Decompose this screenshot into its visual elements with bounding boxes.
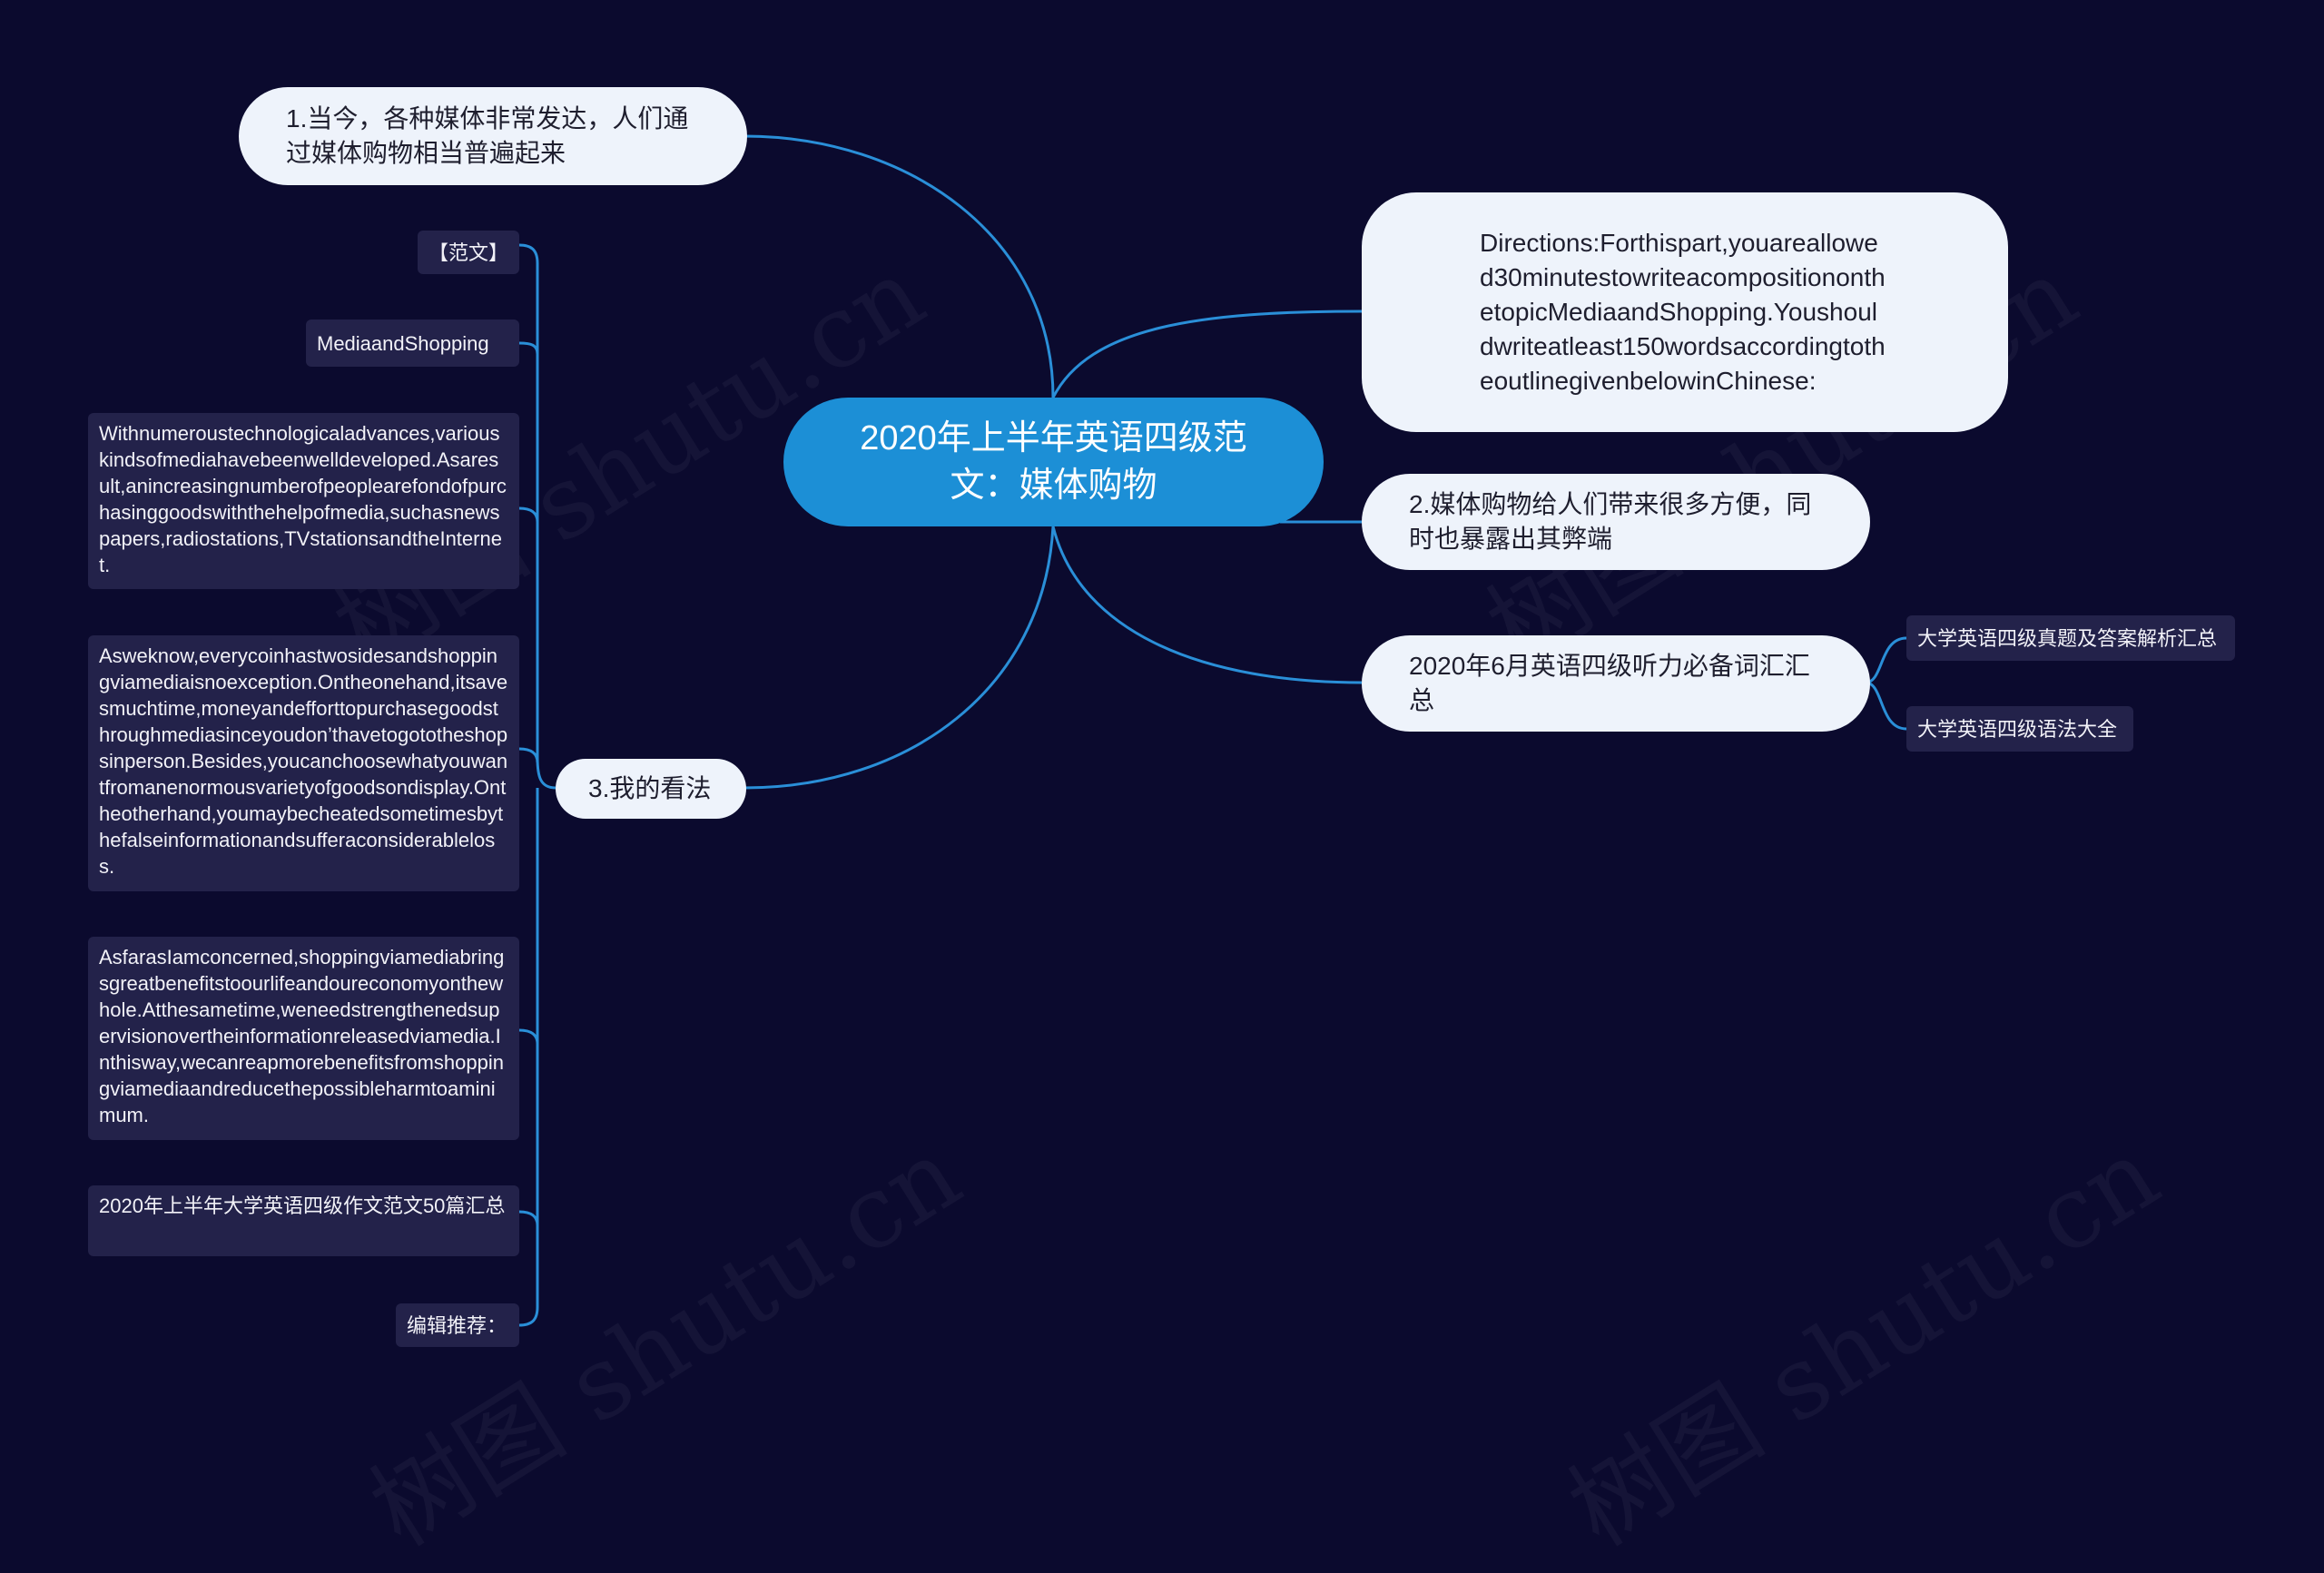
branch-2[interactable]: 2.媒体购物给人们带来很多方便，同时也暴露出其弊端 <box>1362 474 1870 570</box>
right-leaf-grammar[interactable]: 大学英语四级语法大全 <box>1906 706 2133 752</box>
connector-lines <box>518 134 1907 1327</box>
edge-root-directions <box>1051 310 1363 398</box>
left-leaf-essay-collection[interactable]: 2020年上半年大学英语四级作文范文50篇汇总 <box>88 1185 519 1256</box>
edge-b3-leaf2 <box>518 341 539 355</box>
edge-vocab-r1 <box>1865 636 1907 684</box>
branch-1[interactable]: 1.当今，各种媒体非常发达，人们通过媒体购物相当普遍起来 <box>239 87 747 185</box>
edge-root-vocab <box>1051 526 1363 684</box>
left-leaf-paragraph-1[interactable]: Withnumeroustechnologicaladvances,variou… <box>88 413 519 589</box>
left-leaf-editor-recommend[interactable]: 编辑推荐： <box>396 1303 519 1347</box>
edge-vocab-r2 <box>1865 681 1907 731</box>
edge-b3-spine-low <box>518 788 539 1327</box>
branch-vocab[interactable]: 2020年6月英语四级听力必备词汇汇总 <box>1362 635 1870 732</box>
edge-b3-leaf4 <box>518 747 539 763</box>
root-topic[interactable]: 2020年上半年英语四级范文：媒体购物 <box>783 398 1324 526</box>
edge-b3-leaf3 <box>518 506 539 523</box>
branch-directions[interactable]: Directions:Forthispart,youareallowed30mi… <box>1362 192 2008 432</box>
edge-root-b3 <box>743 526 1055 790</box>
edge-b3-leaf6 <box>518 1210 539 1226</box>
left-leaf-paragraph-3[interactable]: AsfarasIamconcerned,shoppingviamediabrin… <box>88 937 519 1140</box>
edge-b3-spine <box>518 243 556 790</box>
edge-b3-leaf5 <box>518 1028 539 1045</box>
right-leaf-exam-answers[interactable]: 大学英语四级真题及答案解析汇总 <box>1906 615 2235 661</box>
left-leaf-fanwen[interactable]: 【范文】 <box>418 231 519 274</box>
edge-root-b1 <box>743 134 1055 398</box>
branch-3[interactable]: 3.我的看法 <box>556 759 746 819</box>
left-leaf-media-shopping[interactable]: MediaandShopping <box>306 320 519 367</box>
left-leaf-paragraph-2[interactable]: Asweknow,everycoinhastwosidesandshopping… <box>88 635 519 891</box>
